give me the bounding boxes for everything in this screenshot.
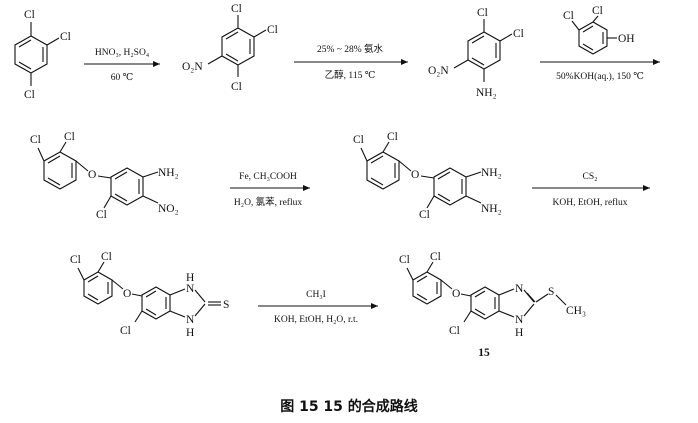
thioether-sulfur: S bbox=[548, 286, 554, 298]
reaction-arrow: 25% ~ 28% 氨水 乙醇, 115 ℃ bbox=[294, 43, 408, 81]
compound-diaryl-ether-diamine: Cl Cl O NH₂ NH₂ Cl bbox=[353, 131, 502, 221]
reagent-dichlorophenol: Cl Cl OH bbox=[563, 5, 635, 55]
reaction-arrow: CH₃I KOH, EtOH, H₂O, r.t. bbox=[258, 290, 378, 325]
atom-h: H bbox=[186, 272, 194, 284]
atom-cl: Cl bbox=[449, 325, 460, 337]
atom-n: N bbox=[186, 283, 195, 295]
ether-oxygen: O bbox=[452, 288, 460, 300]
atom-cl: Cl bbox=[101, 251, 112, 263]
compound-15: Cl Cl O Cl N N H S CH₃ 15 bbox=[399, 251, 586, 359]
compound-benzimidazole-thione: Cl Cl O Cl N H N H S bbox=[70, 251, 229, 339]
atom-cl: Cl bbox=[353, 134, 364, 146]
atom-cl: Cl bbox=[24, 9, 35, 21]
reaction-arrow: CS₂ KOH, EtOH, reflux bbox=[532, 172, 650, 208]
atom-n: N bbox=[186, 314, 195, 326]
amino-group: NH₂ bbox=[476, 87, 497, 99]
atom-n: N bbox=[515, 314, 524, 326]
compound-diaryl-ether-nitroaniline: Cl Cl O NH₂ NO₂ Cl bbox=[30, 131, 179, 221]
reagent-label: Fe, CH₃COOH bbox=[239, 172, 297, 182]
atom-cl: Cl bbox=[120, 325, 131, 337]
ether-oxygen: O bbox=[411, 169, 419, 181]
atom-cl: Cl bbox=[419, 209, 430, 221]
atom-cl: Cl bbox=[387, 131, 398, 143]
atom-cl: Cl bbox=[96, 209, 107, 221]
reaction-arrow: HNO₃, H₂SO₄ 60 ℃ bbox=[84, 48, 160, 83]
atom-cl: Cl bbox=[477, 7, 488, 19]
compound-trichloronitrobenzene: Cl Cl Cl O₂N bbox=[182, 3, 278, 93]
atom-cl: Cl bbox=[70, 254, 81, 266]
atom-cl: Cl bbox=[399, 254, 410, 266]
ether-oxygen: O bbox=[123, 288, 131, 300]
ether-oxygen: O bbox=[88, 169, 96, 181]
nitro-group: NO₂ bbox=[158, 203, 179, 215]
amino-group: NH₂ bbox=[481, 167, 502, 179]
condition-label: KOH, EtOH, H₂O, r.t. bbox=[274, 315, 358, 325]
reagent-label: 25% ~ 28% 氨水 bbox=[317, 43, 384, 55]
atom-cl: Cl bbox=[24, 89, 35, 101]
atom-h: H bbox=[515, 327, 523, 339]
condition-label: 60 ℃ bbox=[111, 73, 134, 83]
atom-cl: Cl bbox=[267, 24, 278, 36]
condition-label: H₂O, 氯苯, reflux bbox=[234, 196, 302, 208]
atom-cl: Cl bbox=[513, 28, 524, 40]
reaction-arrow: 50%KOH(aq.), 150 ℃ bbox=[540, 59, 660, 82]
atom-cl: Cl bbox=[231, 3, 242, 15]
figure-caption: 图 15 15 的合成路线 bbox=[280, 399, 418, 415]
reagent-label: CH₃I bbox=[306, 290, 326, 300]
atom-n: N bbox=[515, 283, 524, 295]
atom-cl: Cl bbox=[60, 31, 71, 43]
amino-group: NH₂ bbox=[481, 203, 502, 215]
amino-group: NH₂ bbox=[158, 167, 179, 179]
reagent-label: CS₂ bbox=[583, 172, 598, 182]
atom-cl: Cl bbox=[430, 251, 441, 263]
condition-label: 乙醇, 115 ℃ bbox=[325, 69, 376, 81]
atom-cl: Cl bbox=[592, 5, 603, 17]
atom-h: H bbox=[186, 327, 194, 339]
atom-cl: Cl bbox=[563, 10, 574, 22]
compound-dichloronitroaniline: Cl Cl O₂N NH₂ bbox=[428, 7, 524, 99]
reagent-label: HNO₃, H₂SO₄ bbox=[95, 48, 149, 58]
nitro-group: O₂N bbox=[182, 61, 203, 73]
atom-cl: Cl bbox=[231, 81, 242, 93]
atom-cl: Cl bbox=[64, 131, 75, 143]
condition-label: KOH, EtOH, reflux bbox=[553, 197, 628, 208]
compound-number: 15 bbox=[478, 347, 490, 359]
compound-trichlorobenzene: Cl Cl Cl bbox=[14, 9, 71, 101]
thione-sulfur: S bbox=[223, 299, 229, 311]
reaction-arrow: Fe, CH₃COOH H₂O, 氯苯, reflux bbox=[230, 172, 310, 208]
nitro-group: O₂N bbox=[428, 65, 449, 77]
methyl-group: CH₃ bbox=[566, 305, 586, 317]
hydroxyl-group: OH bbox=[618, 33, 635, 45]
atom-cl: Cl bbox=[30, 134, 41, 146]
condition-label: 50%KOH(aq.), 150 ℃ bbox=[556, 71, 644, 82]
